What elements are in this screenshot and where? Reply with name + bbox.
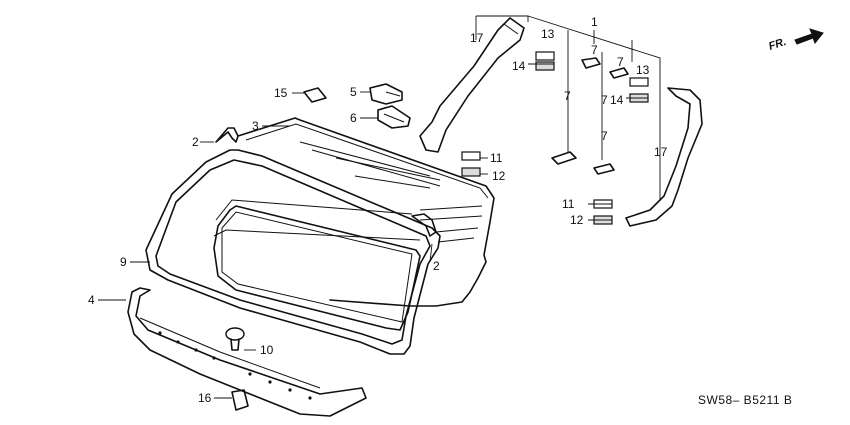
callout-16: 16 — [198, 391, 212, 405]
callout-7d: 7 — [601, 129, 608, 143]
clip-5 — [369, 83, 403, 105]
callout-3: 3 — [252, 119, 259, 133]
spacer-right — [411, 213, 437, 237]
callout-11a: 11 — [490, 151, 503, 165]
callout-15: 15 — [274, 86, 288, 100]
callout-7b: 7 — [617, 55, 624, 69]
lower-garnish — [127, 287, 367, 417]
callout-17b: 17 — [654, 145, 668, 159]
callout-4: 4 — [88, 293, 95, 307]
callout-labels: 1 2 2 3 4 5 6 7 7 7 7 7 9 10 11 11 12 12… — [88, 15, 668, 405]
clip — [231, 389, 249, 411]
arrow-icon — [794, 28, 824, 45]
callout-13b: 13 — [636, 63, 650, 77]
callout-13a: 13 — [541, 27, 555, 41]
front-direction-arrow: FR. — [767, 28, 824, 53]
callout-14a: 14 — [512, 59, 526, 73]
weatherstrip-left — [419, 17, 525, 153]
callout-6: 6 — [350, 111, 357, 125]
rear-window-glass — [213, 117, 495, 307]
callout-14b: 14 — [610, 93, 624, 107]
fastener-clip — [225, 327, 245, 351]
callout-9: 9 — [120, 255, 127, 269]
callout-7c: 7 — [564, 89, 571, 103]
callout-5: 5 — [350, 85, 357, 99]
assembly-brackets — [475, 15, 661, 200]
leader-lines — [98, 63, 648, 399]
callout-7a: 7 — [591, 43, 598, 57]
connectors — [461, 51, 649, 225]
callout-12a: 12 — [492, 169, 506, 183]
window-molding-seal — [145, 149, 441, 355]
callout-12b: 12 — [570, 213, 584, 227]
pads-7 — [551, 57, 629, 175]
spacer-left — [215, 127, 239, 143]
callout-2-right: 2 — [433, 259, 440, 273]
diagram-code: SW58– B5211 B — [698, 393, 792, 407]
callout-10: 10 — [260, 343, 274, 357]
callout-11b: 11 — [562, 197, 575, 211]
clip-15 — [303, 87, 327, 103]
clip-6 — [377, 105, 411, 129]
callout-1: 1 — [591, 15, 598, 29]
weatherstrip-right — [625, 87, 703, 227]
direction-label: FR. — [767, 36, 788, 53]
callout-17a: 17 — [470, 31, 484, 45]
callout-2-left: 2 — [192, 135, 199, 149]
callout-7e: 7 — [601, 93, 608, 107]
